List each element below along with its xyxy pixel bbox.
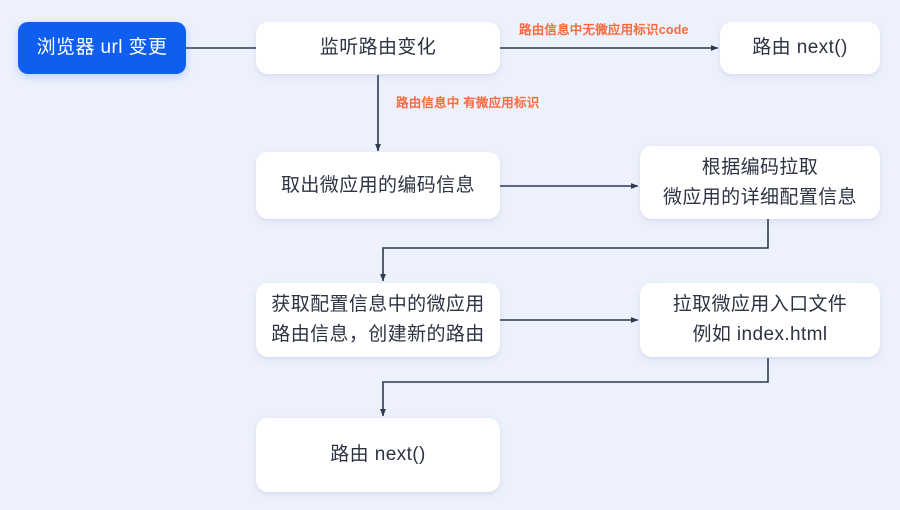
node-start[interactable]: 浏览器 url 变更 xyxy=(18,22,186,74)
edge-fetch-html-to-next-end xyxy=(380,358,769,417)
node-start-line-1: 浏览器 url 变更 xyxy=(36,37,168,58)
node-fetch-entry-file-line-1: 拉取微应用入口文件 xyxy=(672,294,848,315)
edge-label-has-code: 路由信息中 有微应用标识 xyxy=(396,95,539,112)
node-extract-code-info[interactable]: 取出微应用的编码信息 xyxy=(256,152,500,219)
node-fetch-config-line-1: 根据编码拉取 xyxy=(701,156,819,178)
node-listen-route-change-line-1: 监听路由变化 xyxy=(319,37,437,58)
node-fetch-entry-file[interactable]: 拉取微应用入口文件 例如 index.html xyxy=(640,283,880,357)
node-fetch-config[interactable]: 根据编码拉取 微应用的详细配置信息 xyxy=(640,146,880,219)
node-create-new-route[interactable]: 获取配置信息中的微应用 路由信息，创建新的路由 xyxy=(256,283,500,357)
edge-label-no-code-line-1: 路由信息中无微应用标识code xyxy=(519,23,689,37)
edge-label-has-code-line-1: 路由信息中 xyxy=(396,96,460,110)
node-route-next-top-line-1: 路由 next() xyxy=(752,37,848,58)
node-create-new-route-line-2: 路由信息，创建新的路由 xyxy=(271,324,485,345)
node-fetch-entry-file-line-2: 例如 index.html xyxy=(692,324,828,345)
edge-fetch-conf-to-new-route xyxy=(380,219,769,282)
node-route-next-end-line-1: 路由 next() xyxy=(330,444,426,465)
node-create-new-route-line-1: 获取配置信息中的微应用 xyxy=(271,294,485,315)
node-extract-code-info-line-1: 取出微应用的编码信息 xyxy=(280,174,475,196)
node-fetch-config-line-2: 微应用的详细配置信息 xyxy=(662,186,857,208)
node-listen-route-change[interactable]: 监听路由变化 xyxy=(256,22,500,74)
node-route-next-end[interactable]: 路由 next() xyxy=(256,418,500,492)
node-route-next-top[interactable]: 路由 next() xyxy=(720,22,880,74)
edge-label-has-code-line-2: 有微应用标识 xyxy=(463,96,540,110)
edge-label-no-code: 路由信息中无微应用标识code xyxy=(519,22,689,39)
